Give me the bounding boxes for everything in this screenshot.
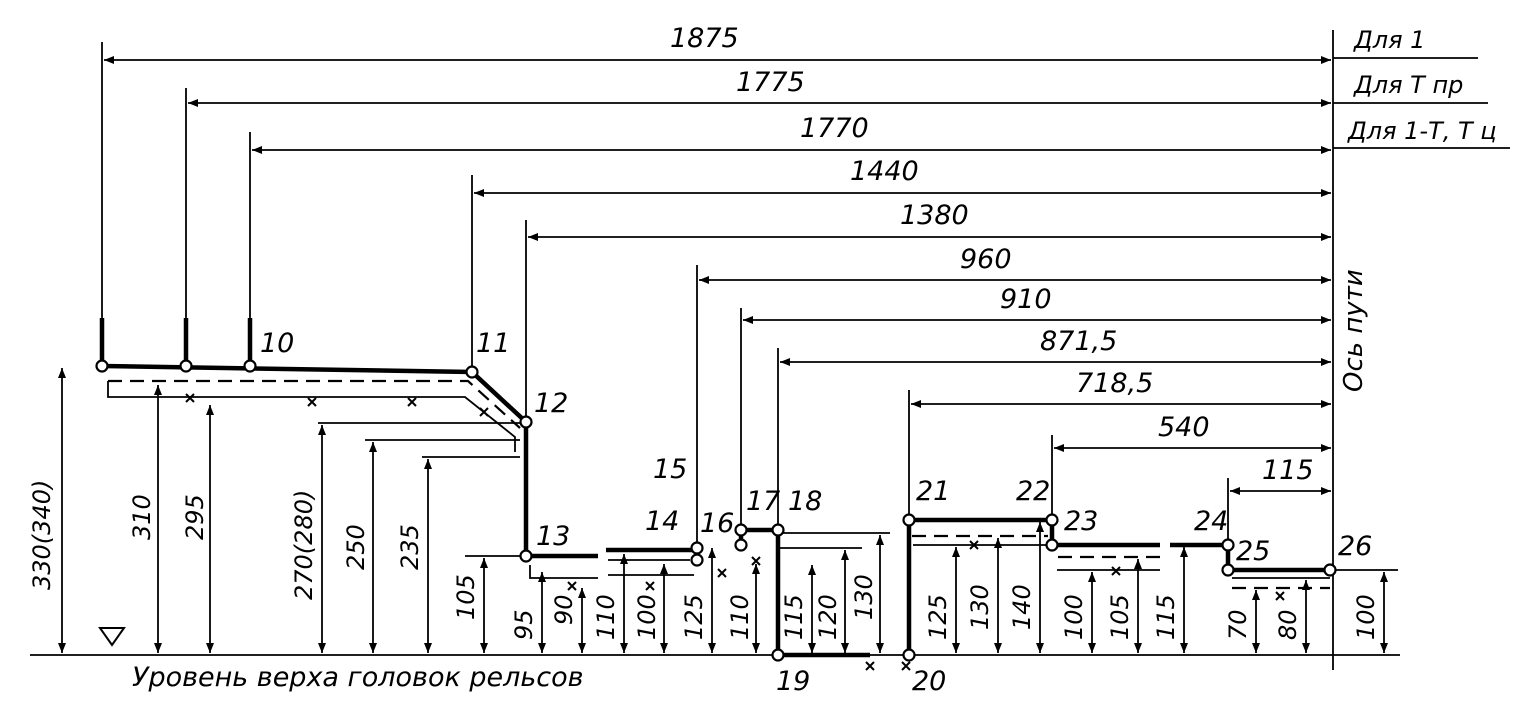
axis-label: Ось пути <box>1339 269 1369 392</box>
gauge-label-1t-tc: Для 1-Т, Т ц <box>1347 117 1497 145</box>
dim-1775: 1775 <box>736 67 805 98</box>
dim-871: 871,5 <box>1040 326 1117 357</box>
vdim-110b: 110 <box>726 594 754 640</box>
point-label-13: 13 <box>536 521 570 552</box>
vdim-120: 120 <box>814 594 842 640</box>
vdim-115a: 115 <box>780 594 808 640</box>
point-label-24: 24 <box>1194 506 1228 537</box>
contour-nodes <box>95 359 1337 662</box>
point-label-14: 14 <box>645 506 679 537</box>
vdim-140: 140 <box>1008 584 1036 630</box>
gauge-label-t-pr: Для Т пр <box>1353 71 1463 99</box>
dim-1380: 1380 <box>900 200 969 231</box>
vdim-100a: 100 <box>633 594 661 640</box>
vdim-310: 310 <box>128 494 156 540</box>
point-label-26: 26 <box>1338 531 1372 562</box>
gauge-label-1: Для 1 <box>1353 26 1425 54</box>
vdim-100c: 100 <box>1352 594 1380 640</box>
base-label: Уровень верха головок рельсов <box>132 662 584 693</box>
vdim-125a: 125 <box>680 594 708 640</box>
inner-contour-thin <box>107 381 516 452</box>
dim-115: 115 <box>1262 455 1314 486</box>
point-label-18: 18 <box>788 486 822 517</box>
inner-contour-low-14 <box>608 559 694 576</box>
vdim-100b: 100 <box>1060 594 1088 640</box>
vdim-330: 330(340) <box>28 480 56 590</box>
point-labels: 10 11 12 13 14 15 16 17 18 19 20 21 22 2… <box>260 328 1372 697</box>
vertical-dimension-labels: 330(340) 310 295 270(280) 250 235 105 95… <box>28 480 1380 640</box>
vdim-105b: 105 <box>1106 594 1134 640</box>
vdim-115b: 115 <box>1152 594 1180 640</box>
point-label-20: 20 <box>912 666 946 697</box>
gauge-outline-step-24 <box>1170 542 1333 573</box>
inner-contour-low-13 <box>529 565 598 579</box>
point-label-10: 10 <box>260 328 294 359</box>
dim-1440: 1440 <box>850 156 919 187</box>
inner-contour-dashed <box>108 379 521 429</box>
dim-718: 718,5 <box>1076 368 1153 399</box>
vdim-270: 270(280) <box>290 490 318 600</box>
gauge-outline-step-14 <box>606 547 700 560</box>
point-label-25: 25 <box>1236 536 1270 567</box>
dim-960: 960 <box>960 244 1012 275</box>
vdim-130b: 130 <box>966 584 994 630</box>
level-marker-icon <box>98 627 126 647</box>
dim-540: 540 <box>1158 412 1210 443</box>
vdim-90: 90 <box>550 594 578 625</box>
vdim-110a: 110 <box>592 594 620 640</box>
vdim-105: 105 <box>452 574 480 620</box>
point-label-11: 11 <box>476 328 510 359</box>
point-label-16: 16 <box>700 508 734 539</box>
vdim-235: 235 <box>396 524 424 570</box>
point-label-12: 12 <box>534 388 568 419</box>
vdim-130a: 130 <box>850 574 878 620</box>
dim-910: 910 <box>1000 284 1052 315</box>
vdim-125b: 125 <box>924 594 952 640</box>
vertical-dimension-lines <box>58 368 1388 653</box>
point-label-23: 23 <box>1064 506 1098 537</box>
vdim-70: 70 <box>1224 609 1252 640</box>
point-label-21: 21 <box>916 476 950 507</box>
vdim-295: 295 <box>181 494 209 540</box>
point-label-17: 17 <box>746 486 780 517</box>
dim-1875: 1875 <box>670 23 739 54</box>
x-markers <box>185 393 1285 671</box>
horizontal-dimension-lines <box>104 56 1331 495</box>
dim-1770: 1770 <box>800 113 869 144</box>
vdim-250: 250 <box>342 524 370 570</box>
point-label-22: 22 <box>1016 476 1050 507</box>
point-label-19: 19 <box>776 666 810 697</box>
vdim-80: 80 <box>1274 609 1302 640</box>
vdim-95: 95 <box>510 609 538 640</box>
point-label-15: 15 <box>653 454 687 485</box>
